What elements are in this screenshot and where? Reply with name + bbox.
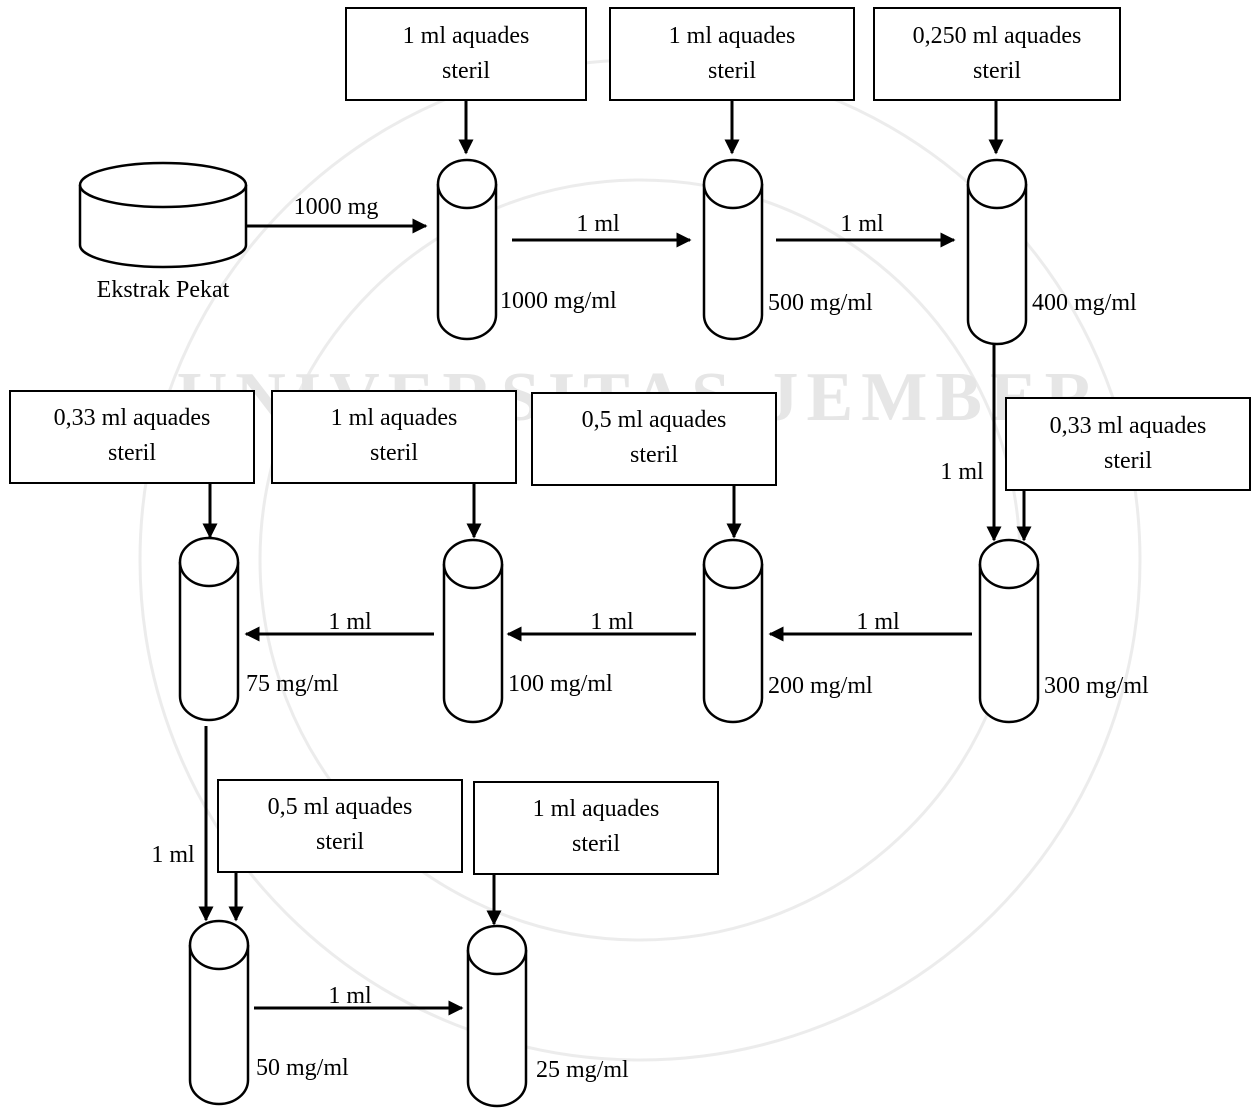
transfer-label: 1 ml [328, 983, 372, 1009]
transfer-label: 1 ml [151, 842, 195, 868]
tube-concentration-label: 100 mg/ml [508, 671, 613, 697]
tube-8 [188, 919, 250, 1106]
solvent-box-line1: 1 ml aquades [331, 405, 458, 431]
transfer-label: 1 ml [940, 459, 984, 485]
solvent-box-line1: 0,33 ml aquades [1050, 413, 1207, 439]
transfer-label: 1 ml [328, 609, 372, 635]
solvent-box-8: 0,5 ml aquades steril [217, 779, 463, 873]
solvent-box-line1: 1 ml aquades [403, 23, 530, 49]
tube-concentration-label: 50 mg/ml [256, 1055, 349, 1081]
solvent-box-5: 1 ml aquades steril [271, 390, 517, 484]
solvent-box-line2: steril [108, 440, 156, 466]
source-amount-label: 1000 mg [294, 194, 379, 220]
solvent-box-line1: 0,33 ml aquades [54, 405, 211, 431]
tube-3 [966, 158, 1028, 346]
source-label: Ekstrak Pekat [97, 277, 230, 303]
tube-concentration-label: 1000 mg/ml [500, 288, 617, 314]
solvent-box-line1: 0,5 ml aquades [268, 794, 413, 820]
transfer-label: 1 ml [840, 211, 884, 237]
tube-concentration-label: 500 mg/ml [768, 290, 873, 316]
solvent-box-line2: steril [316, 829, 364, 855]
tube-concentration-label: 25 mg/ml [536, 1057, 629, 1083]
solvent-box-3: 0,250 ml aquades steril [873, 7, 1121, 101]
transfer-label: 1 ml [590, 609, 634, 635]
solvent-box-9: 1 ml aquades steril [473, 781, 719, 875]
tube-9 [466, 924, 528, 1108]
solvent-box-1: 1 ml aquades steril [345, 7, 587, 101]
solvent-box-line2: steril [630, 442, 678, 468]
tube-7 [178, 536, 240, 722]
solvent-box-6: 0,5 ml aquades steril [531, 392, 777, 486]
transfer-label: 1 ml [576, 211, 620, 237]
source-container [78, 161, 248, 269]
solvent-box-line2: steril [708, 58, 756, 84]
solvent-box-line2: steril [370, 440, 418, 466]
solvent-box-7: 0,33 ml aquades steril [1005, 397, 1251, 491]
tube-6 [442, 538, 504, 724]
solvent-box-line2: steril [442, 58, 490, 84]
solvent-box-line2: steril [572, 831, 620, 857]
solvent-box-line2: steril [1104, 448, 1152, 474]
tube-concentration-label: 75 mg/ml [246, 671, 339, 697]
tube-2 [702, 158, 764, 341]
solvent-box-line1: 0,250 ml aquades [913, 23, 1082, 49]
tube-concentration-label: 200 mg/ml [768, 673, 873, 699]
solvent-box-line2: steril [973, 58, 1021, 84]
solvent-box-line1: 0,5 ml aquades [582, 407, 727, 433]
tube-1 [436, 158, 498, 341]
solvent-box-2: 1 ml aquades steril [609, 7, 855, 101]
solvent-box-4: 0,33 ml aquades steril [9, 390, 255, 484]
tube-concentration-label: 300 mg/ml [1044, 673, 1149, 699]
solvent-box-line1: 1 ml aquades [533, 796, 660, 822]
tube-4 [978, 538, 1040, 724]
solvent-box-line1: 1 ml aquades [669, 23, 796, 49]
tube-concentration-label: 400 mg/ml [1032, 290, 1137, 316]
transfer-label: 1 ml [856, 609, 900, 635]
tube-5 [702, 538, 764, 724]
